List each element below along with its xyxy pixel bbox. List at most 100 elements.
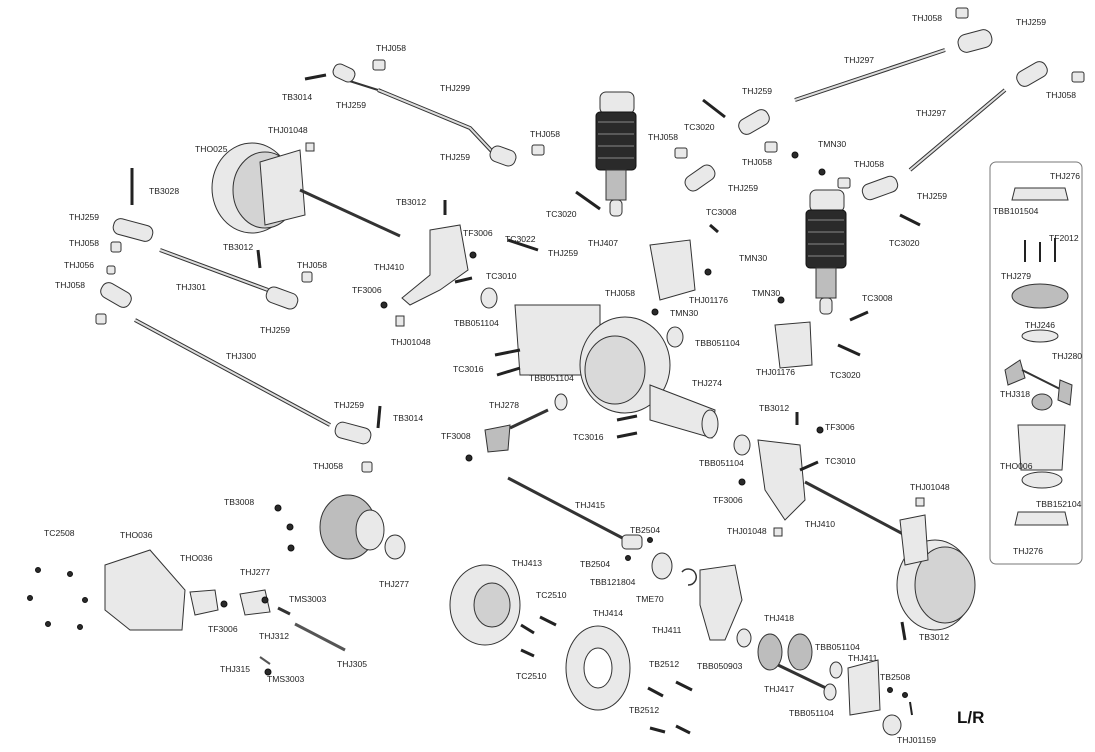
part-label: THJ058 (530, 129, 560, 139)
part-label: THJ274 (692, 378, 722, 388)
part-label: TF3006 (352, 285, 382, 295)
part-label: TBB121804 (590, 577, 636, 587)
part-label: THJ058 (313, 461, 343, 471)
part-label: THJ259 (336, 100, 366, 110)
part-label: THO025 (195, 144, 228, 154)
part-label: THJ259 (548, 248, 578, 258)
part-label: THJ259 (742, 86, 772, 96)
part-label: THJ315 (220, 664, 250, 674)
part-label: THJ259 (728, 183, 758, 193)
shock-right (805, 189, 847, 315)
part-label: TBB051104 (454, 318, 499, 328)
part-label: TME70 (636, 594, 664, 604)
part-label: TF2012 (1049, 233, 1079, 243)
part-label: TB3028 (149, 186, 179, 196)
part-label: TMN30 (752, 288, 780, 298)
part-label: TB3008 (224, 497, 254, 507)
part-label: TC3022 (505, 234, 536, 244)
part-label: THJ280 (1052, 351, 1082, 361)
shift-linkage (239, 589, 346, 676)
part-label: THJ259 (69, 212, 99, 222)
part-label: THJ277 (240, 567, 270, 577)
part-label: TB2512 (649, 659, 679, 669)
wheel-cover-left (449, 564, 557, 658)
part-label: THJ407 (588, 238, 618, 248)
part-label: TC2510 (536, 590, 567, 600)
drawing-layer (27, 7, 1085, 736)
part-label: THJ058 (1046, 90, 1076, 100)
part-label: TBB101504 (993, 206, 1039, 216)
part-label: THJ305 (337, 659, 367, 669)
part-label: THJ297 (844, 55, 874, 65)
part-label: TC3008 (706, 207, 737, 217)
part-label: TC3020 (889, 238, 920, 248)
part-label: TMN30 (670, 308, 698, 318)
part-label: THJ417 (764, 684, 794, 694)
axle-housing (480, 238, 719, 439)
center-driveshaft (507, 476, 697, 586)
part-label: TF3006 (208, 624, 238, 634)
part-label: THJ058 (742, 157, 772, 167)
part-label: TC3008 (862, 293, 893, 303)
part-label: THJ259 (1016, 17, 1046, 27)
variant-label: L/R (957, 708, 984, 727)
part-label: TB3012 (223, 242, 253, 252)
part-label: TF3006 (713, 495, 743, 505)
part-label: THJ259 (260, 325, 290, 335)
part-label: THJ276 (1050, 171, 1080, 181)
part-label: THJ278 (489, 400, 519, 410)
part-label: TF3008 (441, 431, 471, 441)
part-label: TBB051104 (789, 708, 834, 718)
part-label: TC3010 (825, 456, 856, 466)
part-label: TMS3003 (289, 594, 326, 604)
part-label: TC2510 (516, 671, 547, 681)
part-label: TB3014 (393, 413, 423, 423)
part-label: THJ297 (916, 108, 946, 118)
part-label: TBB051104 (699, 458, 744, 468)
part-label: THJ058 (648, 132, 678, 142)
differential (274, 494, 406, 560)
part-label: THJ279 (1001, 271, 1031, 281)
steering-knuckle-left (380, 200, 477, 327)
shock-left (595, 91, 637, 217)
part-label: THJ259 (440, 152, 470, 162)
part-label: THJ056 (64, 260, 94, 270)
part-label: TMN30 (739, 253, 767, 263)
part-label: TC3020 (546, 209, 577, 219)
part-label: TF3006 (463, 228, 493, 238)
hub-assembly-right (804, 480, 976, 641)
differential-inset (989, 161, 1083, 565)
part-label: TB3014 (282, 92, 312, 102)
part-label: THJ259 (917, 191, 947, 201)
part-label: THJ301 (176, 282, 206, 292)
part-label: THJ300 (226, 351, 256, 361)
part-label: TC2508 (44, 528, 75, 538)
part-label: THJ058 (854, 159, 884, 169)
part-label: THJ312 (259, 631, 289, 641)
part-label: TMS3003 (267, 674, 304, 684)
hub-assembly-left (130, 142, 401, 269)
part-label: TBB152104 (1036, 499, 1082, 509)
part-label: TMN30 (818, 139, 846, 149)
part-label: THJ058 (55, 280, 85, 290)
part-label: THJ277 (379, 579, 409, 589)
part-label: THJ246 (1025, 320, 1055, 330)
part-label: THJ418 (764, 613, 794, 623)
part-label: TC3020 (684, 122, 715, 132)
part-label: TBB051104 (695, 338, 740, 348)
part-label: TB2504 (630, 525, 660, 535)
part-label: TB2508 (880, 672, 910, 682)
part-label: THO006 (1000, 461, 1033, 471)
part-label: TB3012 (919, 632, 949, 642)
part-label: TC3020 (830, 370, 861, 380)
part-label: THJ410 (374, 262, 404, 272)
steering-knuckle-right (733, 412, 824, 537)
portal-gearbox (699, 564, 913, 736)
servo-mount (649, 223, 869, 369)
part-label: THJ415 (575, 500, 605, 510)
part-label: THJ299 (440, 83, 470, 93)
part-label: TB2504 (580, 559, 610, 569)
part-label: THJ058 (297, 260, 327, 270)
part-label: TBB051104 (529, 373, 574, 383)
